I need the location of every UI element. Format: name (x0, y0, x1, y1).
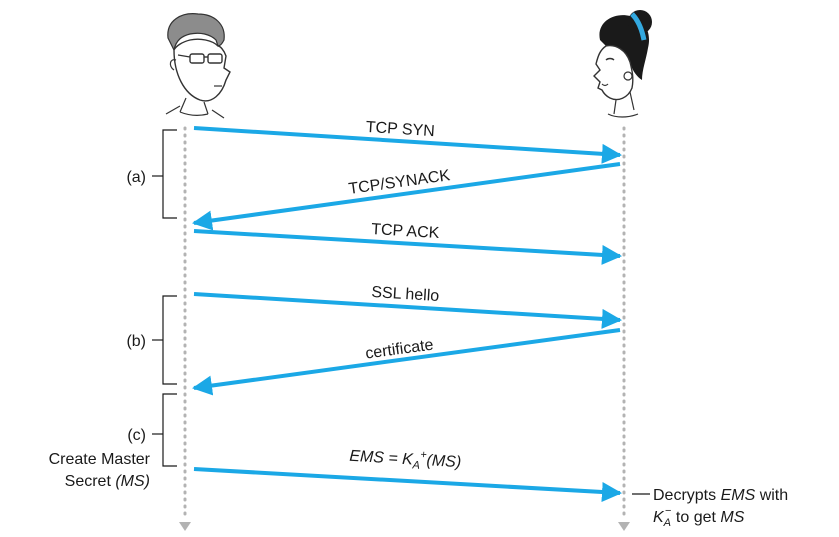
phase-b-bracket (152, 295, 177, 385)
phase-c-bracket (152, 393, 177, 467)
certificate-arrow (192, 328, 621, 396)
tcp-syn-arrow (193, 126, 622, 164)
decrypt-note-line1: Decrypts EMS with (653, 487, 788, 504)
tcp-ack-arrow (193, 229, 622, 265)
server-lifeline-arrowhead (618, 522, 630, 531)
client-lifeline-arrowhead (179, 522, 191, 531)
phase-b-label: (b) (126, 333, 146, 350)
phase-a-bracket (152, 129, 177, 219)
tcp-synack-arrow (192, 162, 621, 231)
ems-arrow (193, 467, 622, 502)
phase-a-label: (a) (126, 169, 146, 186)
ems-label: EMS = KA+(MS) (349, 445, 462, 474)
create-master-line2: Secret (MS) (65, 473, 150, 490)
tcp-syn-label: TCP SYN (365, 119, 435, 140)
ssl-hello-arrow (193, 292, 622, 329)
create-master-line1: Create Master (49, 451, 151, 468)
man-icon (165, 13, 231, 119)
woman-icon (593, 10, 652, 118)
ssl-hello-label: SSL hello (371, 284, 440, 305)
phase-c-label: (c) (127, 427, 146, 444)
tcp-ack-label: TCP ACK (371, 221, 440, 242)
decrypt-note-line2: KA− to get MS (653, 505, 745, 529)
